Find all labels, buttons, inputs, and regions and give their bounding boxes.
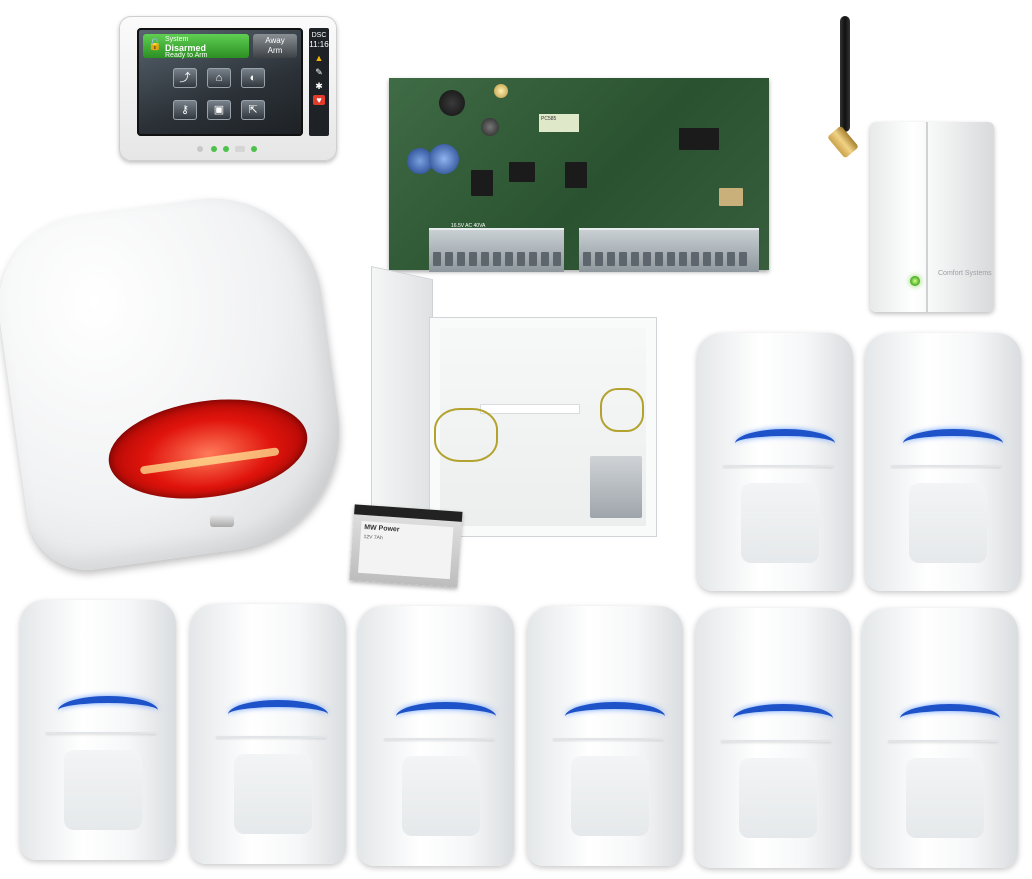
status-label: Disarmed [165,43,207,53]
detector-lens [571,756,649,836]
ready-led-icon [211,146,217,152]
unlock-icon: 🔓 [148,39,162,51]
gsm-brand: Comfort Systems [938,270,992,277]
disarmed-status-tile: 🔓 System Disarmed Ready to Arm [143,34,249,59]
keypad-led-row [197,144,261,154]
home-button-icon [235,146,245,152]
terminal-block-left [429,228,564,272]
chip [509,162,535,182]
antenna-rod [840,16,850,132]
enclosure-door [372,267,432,540]
module-seam [926,122,928,312]
capacitor [481,118,499,136]
touch-keypad: 🔓 System Disarmed Ready to Arm Away Arm … [119,16,337,161]
edit-icon: ✎ [315,67,323,77]
battery-label: MW Power 12V 7Ah [358,520,454,580]
antenna-connector [827,125,859,159]
control-panel-pcb: PC585 16.5V AC 40VA [389,78,769,272]
terminal-block-right [579,228,759,272]
detector-lens [906,758,984,838]
detector-lens [64,750,142,830]
gear-icon: ✱ [315,81,323,91]
away-arm-tile: Away Arm [253,34,297,58]
detector-blue-arc-icon [396,702,496,731]
detector-lens [402,756,480,836]
detector-blue-arc-icon [903,429,1003,458]
motion-detector [527,606,683,866]
motion-detector [865,333,1021,591]
metal-enclosure [430,318,656,536]
home-icon: ⌂ [207,68,231,88]
away-sub: Arm [267,46,283,55]
motion-detector [697,333,853,591]
pcb-model: PC585 [541,116,557,122]
backup-battery: MW Power 12V 7Ah [349,504,463,588]
detector-blue-arc-icon [733,704,833,733]
status-led-icon [910,276,920,286]
regulator-chip [471,170,493,196]
siren-housing [0,184,355,578]
detector-lens [739,758,817,838]
motion-detector [695,608,851,868]
ground-wire [600,388,644,432]
stay-arm-icon: ⤴ [173,68,197,88]
capacitor [407,148,433,174]
chip [679,128,719,150]
detector-blue-arc-icon [565,702,665,731]
buzzer [494,84,508,98]
keypad-sidebar: DSC 11:16 ▲ ✎ ✱ ♥ [309,28,329,136]
armed-led-icon [223,146,229,152]
away-icon: ⇱ [241,100,265,120]
motion-detector [190,604,346,864]
image-icon: ▣ [207,100,231,120]
night-arm-icon: ◐ [241,68,265,88]
led-icon [197,146,203,152]
motion-detector [358,606,514,866]
detector-lens [741,483,819,563]
away-label: Away [265,36,285,45]
pcb-model-label: PC585 [539,114,579,132]
status-title: System [165,36,189,43]
inductor [439,90,465,116]
trouble-led-icon [251,146,257,152]
key-icon: ⚷ [173,100,197,120]
ground-wire [434,408,498,462]
detector-lens [234,754,312,834]
pcb-power-label: 16.5V AC 40VA [451,223,486,229]
detector-lens [909,483,987,563]
siren-screw-icon [210,515,234,527]
chip [565,162,587,188]
motion-detector [20,600,176,860]
brand-label: DSC [311,32,327,39]
clock: 11:16 [309,40,329,49]
motion-detector [862,608,1018,868]
mounting-slot [480,404,580,414]
status-sub: Ready to Arm [165,52,208,59]
relay [719,188,743,206]
emergency-icon: ♥ [313,95,325,105]
keypad-screen: 🔓 System Disarmed Ready to Arm Away Arm … [137,28,303,136]
transformer [590,456,642,518]
detector-blue-arc-icon [58,696,158,725]
detector-blue-arc-icon [735,429,835,458]
detector-blue-arc-icon [900,704,1000,733]
gsm-module: Comfort Systems [870,122,994,312]
warning-icon: ▲ [314,53,324,63]
detector-blue-arc-icon [228,700,328,729]
gsm-antenna [827,16,859,159]
outdoor-siren [0,184,355,578]
capacitor [429,144,459,174]
